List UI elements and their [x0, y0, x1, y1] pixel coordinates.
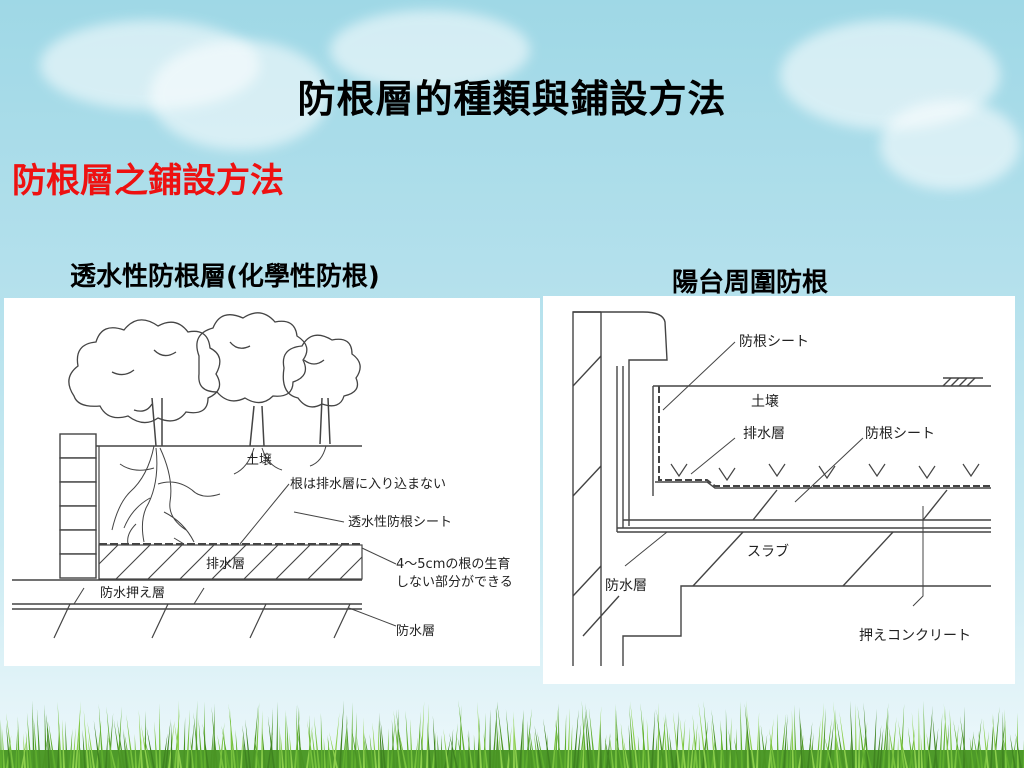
tree-trunks: [151, 397, 331, 447]
slide-title: 防根層的種類與鋪設方法: [297, 77, 727, 121]
label-drain-layer: 排水層: [743, 426, 785, 442]
roots: [111, 445, 327, 545]
slab-hatch: [53, 603, 351, 639]
protection-hatch: [73, 587, 205, 605]
drain-layer-marks: [670, 463, 980, 482]
left-panel-heading: 透水性防根層(化學性防根): [70, 262, 380, 292]
label-slab: スラブ: [747, 543, 789, 560]
label-soil: 土壌: [246, 453, 272, 468]
right-panel-heading: 陽台周圍防根: [672, 268, 829, 298]
label-protection-layer: 防水押え層: [100, 585, 165, 601]
label-root-sheet-top: 防根シート: [739, 334, 809, 350]
tree-canopy: [68, 312, 361, 424]
label-waterproof-layer: 防水層: [605, 578, 647, 594]
label-gap-note-1: 4～5cmの根の生育: [396, 556, 510, 572]
label-root-sheet-mid: 防根シート: [865, 426, 935, 442]
label-drain-layer: 排水層: [206, 557, 245, 572]
root-barrier-sheet: [658, 386, 991, 487]
label-roots-note: 根は排水層に入り込まない: [290, 477, 446, 492]
label-gap-note-2: しない部分ができる: [396, 575, 513, 590]
right-diagram-panel: 防根シート 土壌 排水層 防根シート スラブ 防水層 押えコンクリート: [543, 296, 1015, 684]
drain-layer-hatch: [99, 545, 362, 579]
label-permeable-sheet: 透水性防根シート: [348, 514, 452, 530]
label-pressing-concrete: 押えコンクリート: [859, 628, 971, 644]
section-subtitle: 防根層之鋪設方法: [12, 161, 284, 201]
leader-lines: [624, 341, 924, 607]
label-waterproof-layer: 防水層: [396, 623, 435, 639]
balcony-root-barrier-diagram: 防根シート 土壌 排水層 防根シート スラブ 防水層 押えコンクリート: [572, 311, 991, 666]
parapet-wall: [572, 311, 668, 666]
leader-lines: [239, 483, 397, 627]
left-diagram-panel: 土壌 根は排水層に入り込まない 透水性防根シート 排水層 4～5cmの根の生育 …: [4, 298, 540, 666]
label-soil: 土壌: [751, 394, 779, 410]
cloud: [150, 40, 330, 150]
grass-decoration: [0, 700, 1024, 768]
cloud: [330, 10, 530, 90]
retaining-wall: [59, 433, 97, 579]
cloud: [880, 100, 1020, 190]
root-barrier-diagram: 土壌 根は排水層に入り込まない 透水性防根シート 排水層 4～5cmの根の生育 …: [12, 312, 513, 639]
